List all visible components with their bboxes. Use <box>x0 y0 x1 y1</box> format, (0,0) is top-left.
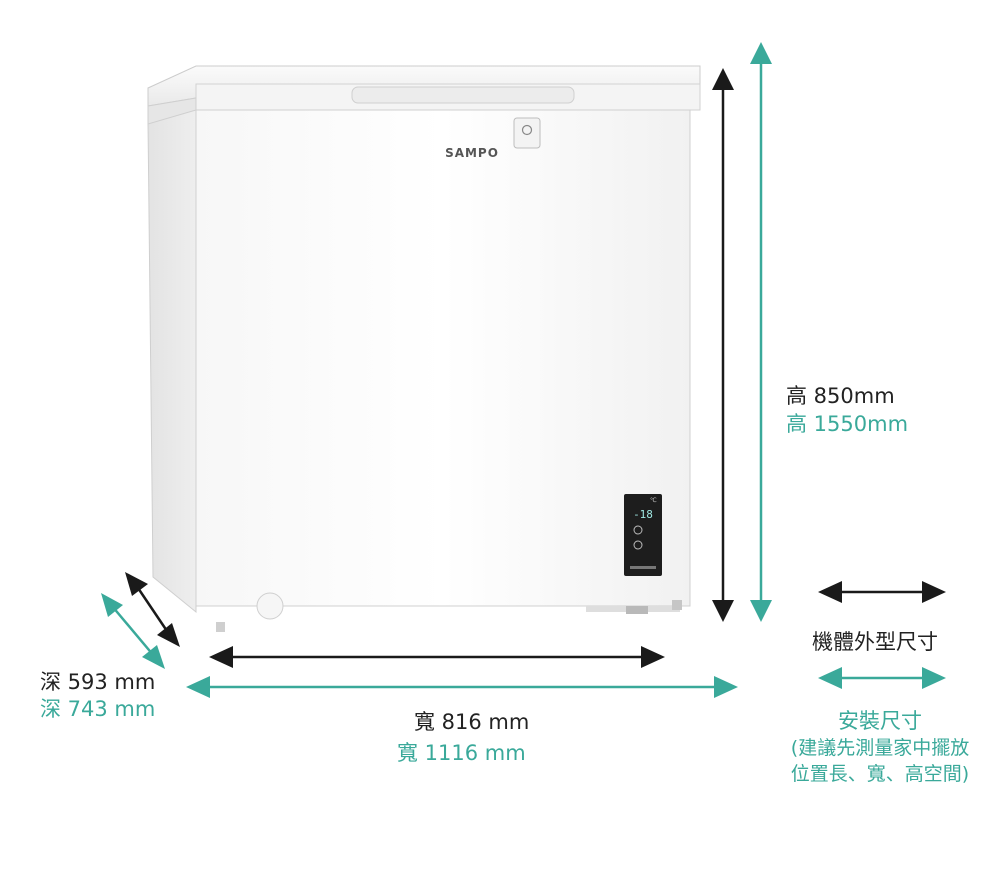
chest-freezer-image: SAMPO ℃ -18 <box>147 65 701 632</box>
width-machine-label: 寬 816 mm <box>414 710 530 734</box>
temp-unit-label: ℃ <box>650 497 657 504</box>
freezer-foot-rear <box>672 600 682 610</box>
freezer-side-panel <box>147 99 197 614</box>
brand-logo: SAMPO <box>445 146 499 160</box>
legend-arrow-install <box>818 667 946 689</box>
depth-arrow-install <box>101 593 165 669</box>
height-arrow-machine <box>712 68 734 622</box>
legend-arrow-machine <box>818 581 946 603</box>
depth-machine-label: 深 593 mm <box>40 670 156 694</box>
depth-arrow-machine <box>125 572 180 647</box>
control-button-top <box>633 525 643 535</box>
height-machine-label: 高 850mm <box>786 384 895 408</box>
control-panel-brand-strip <box>630 566 656 569</box>
width-install-label: 寬 1116 mm <box>397 741 526 765</box>
freezer-lock <box>513 117 541 149</box>
temp-display-readout: -18 <box>633 508 653 521</box>
control-panel <box>624 494 662 576</box>
height-arrow-install <box>750 42 772 622</box>
freezer-foot-left <box>216 622 225 632</box>
legend-install-note-line2: 位置長、寬、高空間) <box>790 763 970 785</box>
depth-install-label: 深 743 mm <box>40 697 156 721</box>
freezer-body-front <box>195 109 691 607</box>
legend-install-label: 安裝尺寸 <box>838 709 922 733</box>
drain-plug <box>256 592 284 620</box>
width-arrow-install <box>186 676 738 698</box>
control-button-bottom <box>633 540 643 550</box>
width-arrow-machine <box>209 646 665 668</box>
lock-keyhole-icon <box>521 124 533 136</box>
legend-install-note-line1: (建議先測量家中擺放 <box>790 737 970 759</box>
height-install-label: 高 1550mm <box>786 412 909 436</box>
freezer-foot-right <box>626 606 648 614</box>
legend-machine-label: 機體外型尺寸 <box>812 630 938 654</box>
freezer-lid-handle <box>351 86 575 104</box>
